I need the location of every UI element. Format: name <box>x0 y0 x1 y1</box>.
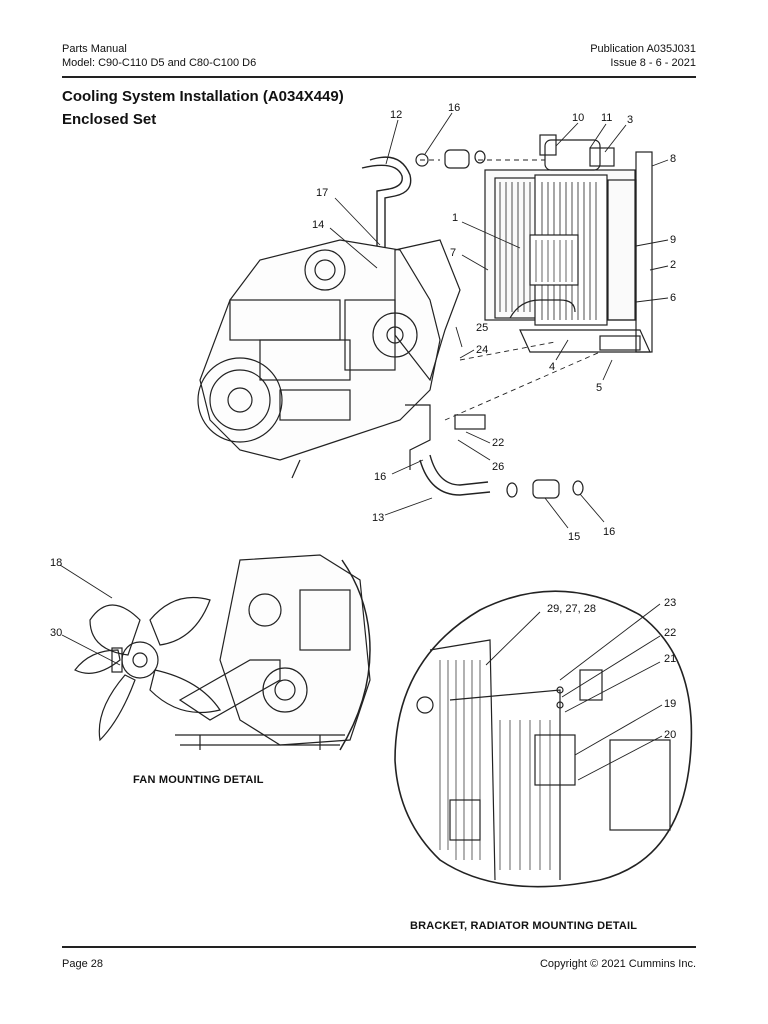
page-number: Page 28 <box>62 958 103 970</box>
callout-23: 23 <box>664 597 676 609</box>
callout-25: 25 <box>476 322 488 334</box>
bracket-detail-caption: BRACKET, RADIATOR MOUNTING DETAIL <box>410 920 638 932</box>
model-line: Model: C90-C110 D5 and C80-C100 D6 <box>62 57 257 69</box>
callout-15: 15 <box>568 531 580 543</box>
callout-12: 12 <box>390 109 402 121</box>
callout-16b: 16 <box>374 471 386 483</box>
callout-1: 1 <box>452 212 458 224</box>
callout-8: 8 <box>670 153 676 165</box>
callout-22: 22 <box>492 437 504 449</box>
header-right: Publication A035J031 Issue 8 - 6 - 2021 <box>590 42 696 70</box>
callout-16: 16 <box>448 102 460 114</box>
fan-mounting-detail <box>74 554 371 751</box>
callout-3: 3 <box>627 114 633 126</box>
callout-6: 6 <box>670 292 676 304</box>
engine <box>197 239 461 479</box>
callout-9: 9 <box>670 234 676 246</box>
callout-18: 18 <box>50 557 62 569</box>
manual-name: Parts Manual <box>62 43 127 55</box>
callout-13: 13 <box>372 512 384 524</box>
callout-17: 17 <box>316 187 328 199</box>
callout-22b: 22 <box>664 627 676 639</box>
callout-29-27-28: 29, 27, 28 <box>547 603 596 615</box>
callout-10: 10 <box>572 112 584 124</box>
page-title: Cooling System Installation (A034X449) <box>62 88 344 105</box>
callout-24: 24 <box>476 344 488 356</box>
callout-20: 20 <box>664 729 676 741</box>
callout-5: 5 <box>596 382 602 394</box>
header-rule <box>62 76 696 78</box>
radiator-assembly <box>484 134 653 353</box>
lower-hose <box>405 404 584 499</box>
page-subtitle: Enclosed Set <box>62 111 157 128</box>
callout-30: 30 <box>50 627 62 639</box>
callout-7: 7 <box>450 247 456 259</box>
publication-number: Publication A035J031 <box>590 43 696 55</box>
fan-detail-caption: FAN MOUNTING DETAIL <box>133 774 264 786</box>
callout-26: 26 <box>492 461 504 473</box>
callout-2: 2 <box>670 259 676 271</box>
copyright: Copyright © 2021 Cummins Inc. <box>539 958 696 970</box>
bracket-mounting-detail <box>394 590 693 888</box>
callout-14: 14 <box>312 219 324 231</box>
callout-11: 11 <box>601 112 612 124</box>
callout-16c: 16 <box>603 526 615 538</box>
upper-hose <box>361 149 486 250</box>
callout-19: 19 <box>664 698 676 710</box>
issue-date: Issue 8 - 6 - 2021 <box>610 57 696 69</box>
footer-rule <box>62 946 696 948</box>
callout-4: 4 <box>549 361 555 373</box>
header-left: Parts Manual Model: C90-C110 D5 and C80-… <box>62 42 256 70</box>
callout-21: 21 <box>664 653 676 665</box>
